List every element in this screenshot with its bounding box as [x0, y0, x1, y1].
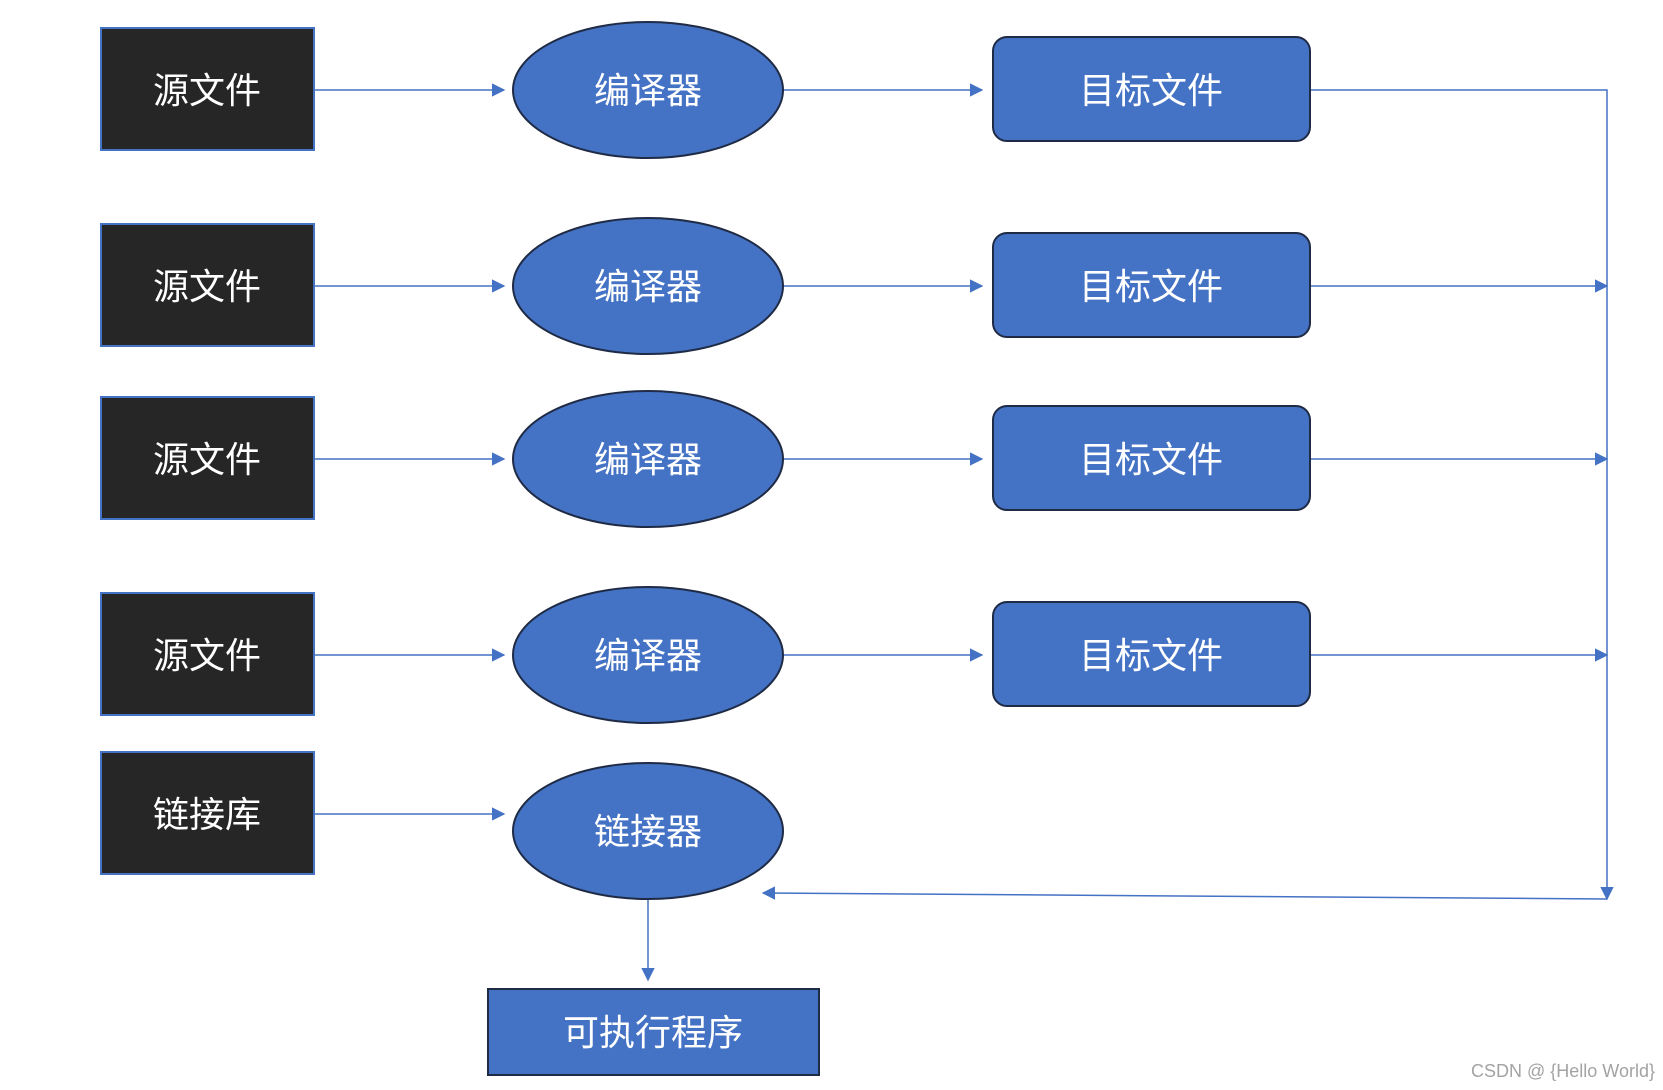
line-object-1-to-bus — [1310, 89, 1614, 901]
object-file-box-2: 目标文件 — [992, 232, 1311, 338]
watermark-text: CSDN @ {Hello World} — [1471, 1061, 1655, 1081]
compiler-node-3: 编译器 — [512, 390, 784, 528]
compiler-label: 编译器 — [594, 267, 702, 308]
compiler-node-2: 编译器 — [512, 217, 784, 355]
object-file-box-1: 目标文件 — [992, 36, 1311, 142]
object-file-label: 目标文件 — [1079, 267, 1223, 308]
compiler-label: 编译器 — [594, 71, 702, 112]
library-label: 链接库 — [153, 795, 261, 836]
linker-node: 链接器 — [512, 762, 784, 900]
executable-box: 可执行程序 — [487, 988, 820, 1076]
source-file-box-3: 源文件 — [100, 396, 315, 520]
linker-label: 链接器 — [594, 812, 702, 853]
object-file-box-4: 目标文件 — [992, 601, 1311, 707]
source-file-label: 源文件 — [153, 440, 261, 481]
compiler-node-4: 编译器 — [512, 586, 784, 724]
compiler-label: 编译器 — [594, 636, 702, 677]
source-file-label: 源文件 — [153, 267, 261, 308]
source-file-box-1: 源文件 — [100, 27, 315, 151]
library-box: 链接库 — [100, 751, 315, 875]
compiler-label: 编译器 — [594, 440, 702, 481]
object-file-label: 目标文件 — [1079, 636, 1223, 677]
object-file-label: 目标文件 — [1079, 440, 1223, 481]
source-file-box-2: 源文件 — [100, 223, 315, 347]
compiler-node-1: 编译器 — [512, 21, 784, 159]
object-file-label: 目标文件 — [1079, 71, 1223, 112]
object-file-box-3: 目标文件 — [992, 405, 1311, 511]
arrow-bus-to-linker — [761, 886, 1608, 900]
source-file-label: 源文件 — [153, 71, 261, 112]
source-file-box-4: 源文件 — [100, 592, 315, 716]
connectors — [314, 83, 1614, 982]
executable-label: 可执行程序 — [563, 1013, 743, 1054]
source-file-label: 源文件 — [153, 636, 261, 677]
